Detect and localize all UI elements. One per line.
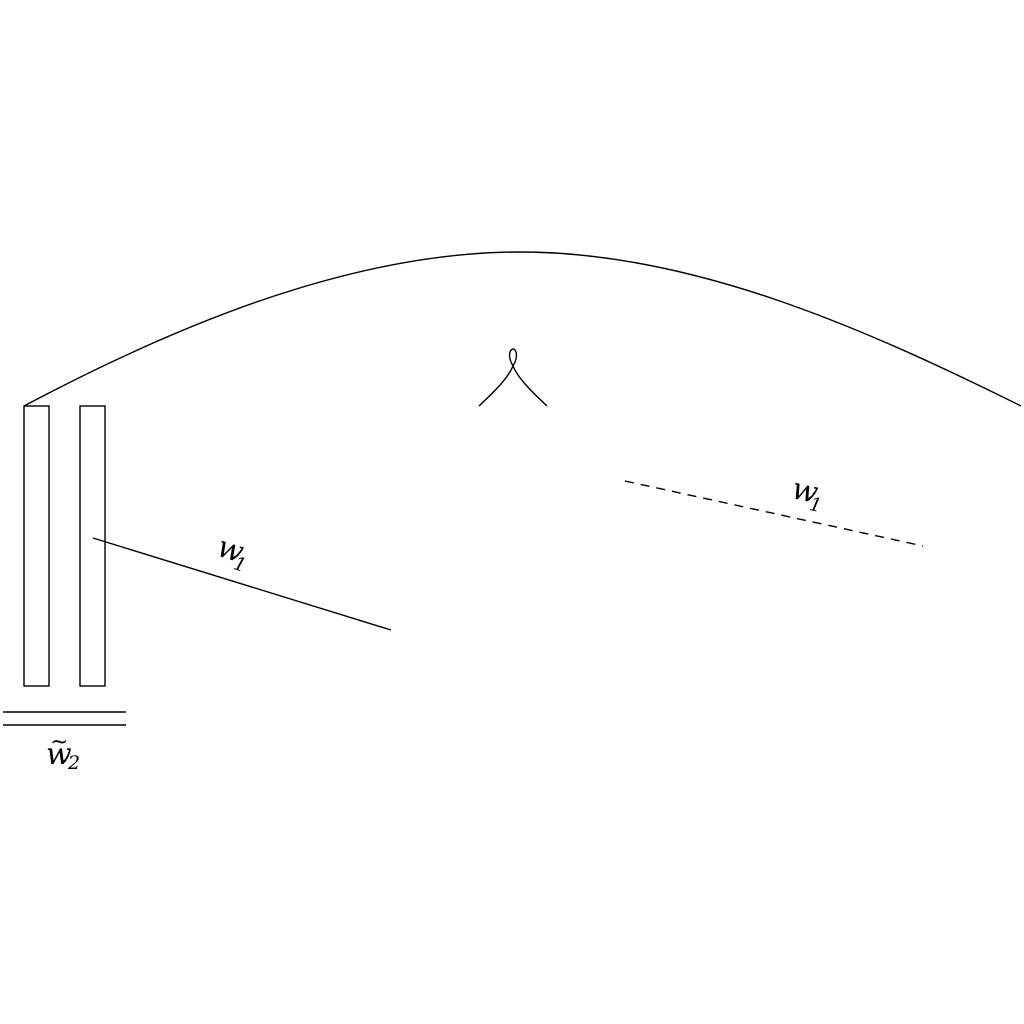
top-arc [23,251,1022,407]
dashed-wire-label-sub: 1 [807,493,823,517]
bars-label-sub: 2 [67,752,80,774]
dashed-wire-label: w 1 [789,471,824,517]
dashed-wire [624,480,924,547]
bars-label: ~ w 2 [46,730,80,774]
bars-label-base: w [46,737,72,772]
loop-cusp [478,348,548,407]
solid-wire-label: w 1 [213,529,249,577]
left-bar [23,405,50,687]
double-line [3,711,126,726]
solid-wire [92,537,392,631]
right-bar [79,405,106,687]
bars-label-accent: ~ [50,730,68,755]
